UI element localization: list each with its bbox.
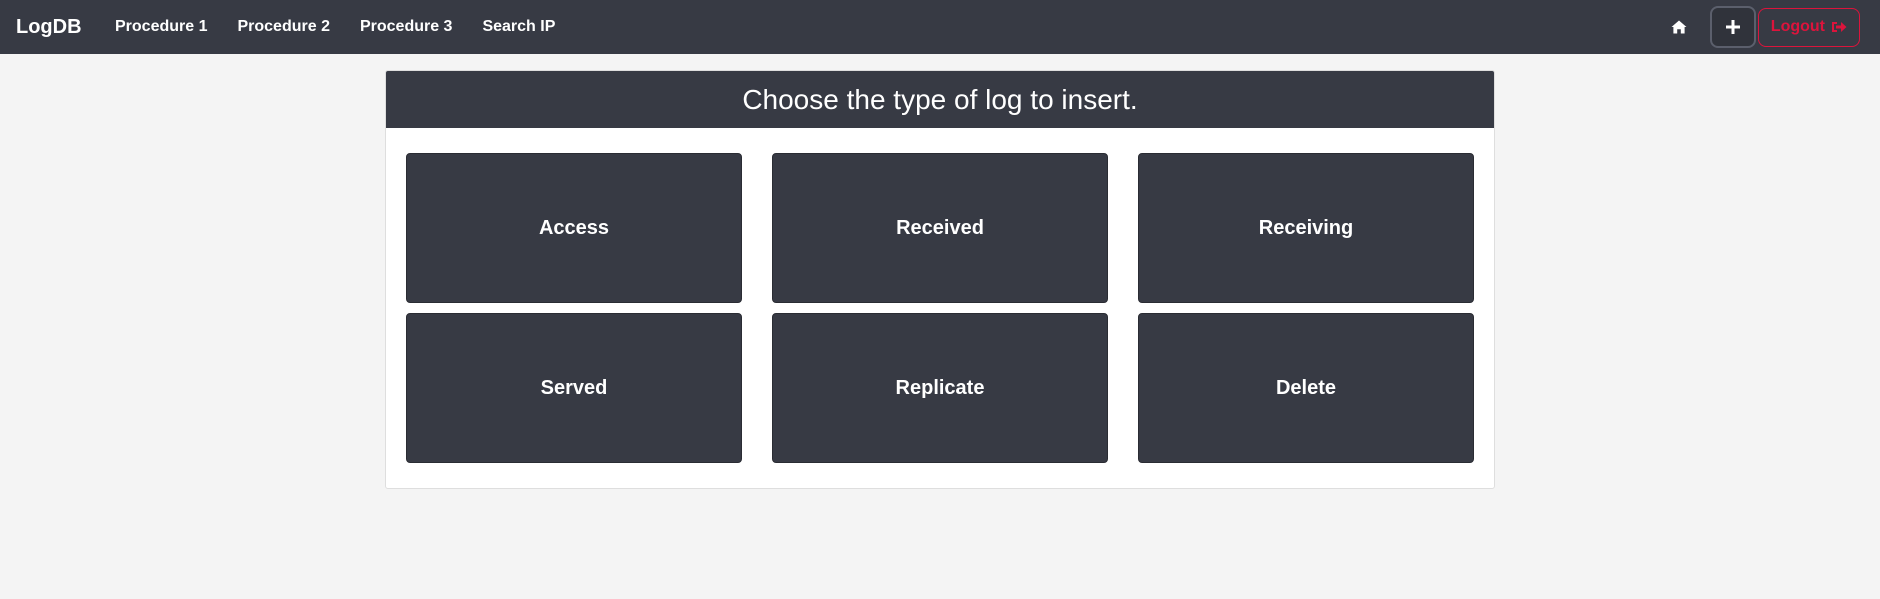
add-log-button[interactable]	[1709, 6, 1756, 48]
card-header: Choose the type of log to insert.	[386, 71, 1494, 128]
logout-label: Logout	[1770, 18, 1825, 35]
log-type-grid: Access Received Receiving Served Replica…	[406, 153, 1474, 463]
nav-link-procedure-2[interactable]: Procedure 2	[237, 18, 330, 35]
nav-link-procedure-3[interactable]: Procedure 3	[359, 18, 453, 35]
brand-logo[interactable]: LogDB	[16, 15, 82, 38]
nav-right-actions: Logout	[1664, 0, 1860, 54]
nav-links: Procedure 1 Procedure 2 Procedure 3 Sear…	[100, 0, 570, 54]
sign-out-icon	[1831, 20, 1847, 34]
home-icon	[1671, 20, 1687, 34]
log-type-access-button[interactable]: Access	[406, 153, 742, 303]
nav-link-search-ip[interactable]: Search IP	[482, 18, 556, 35]
top-navbar: LogDB Procedure 1 Procedure 2 Procedure …	[0, 0, 1880, 54]
logout-button[interactable]: Logout	[1757, 7, 1860, 47]
page-title: Choose the type of log to insert.	[742, 83, 1138, 115]
home-button[interactable]	[1664, 12, 1694, 42]
nav-link-procedure-1[interactable]: Procedure 1	[115, 18, 208, 35]
log-type-replicate-button[interactable]: Replicate	[772, 313, 1108, 463]
log-type-served-button[interactable]: Served	[406, 313, 742, 463]
log-type-delete-button[interactable]: Delete	[1138, 313, 1474, 463]
plus-icon	[1725, 19, 1741, 35]
log-type-receiving-button[interactable]: Receiving	[1138, 153, 1474, 303]
log-type-received-button[interactable]: Received	[772, 153, 1108, 303]
log-type-card: Choose the type of log to insert. Access…	[385, 70, 1495, 489]
